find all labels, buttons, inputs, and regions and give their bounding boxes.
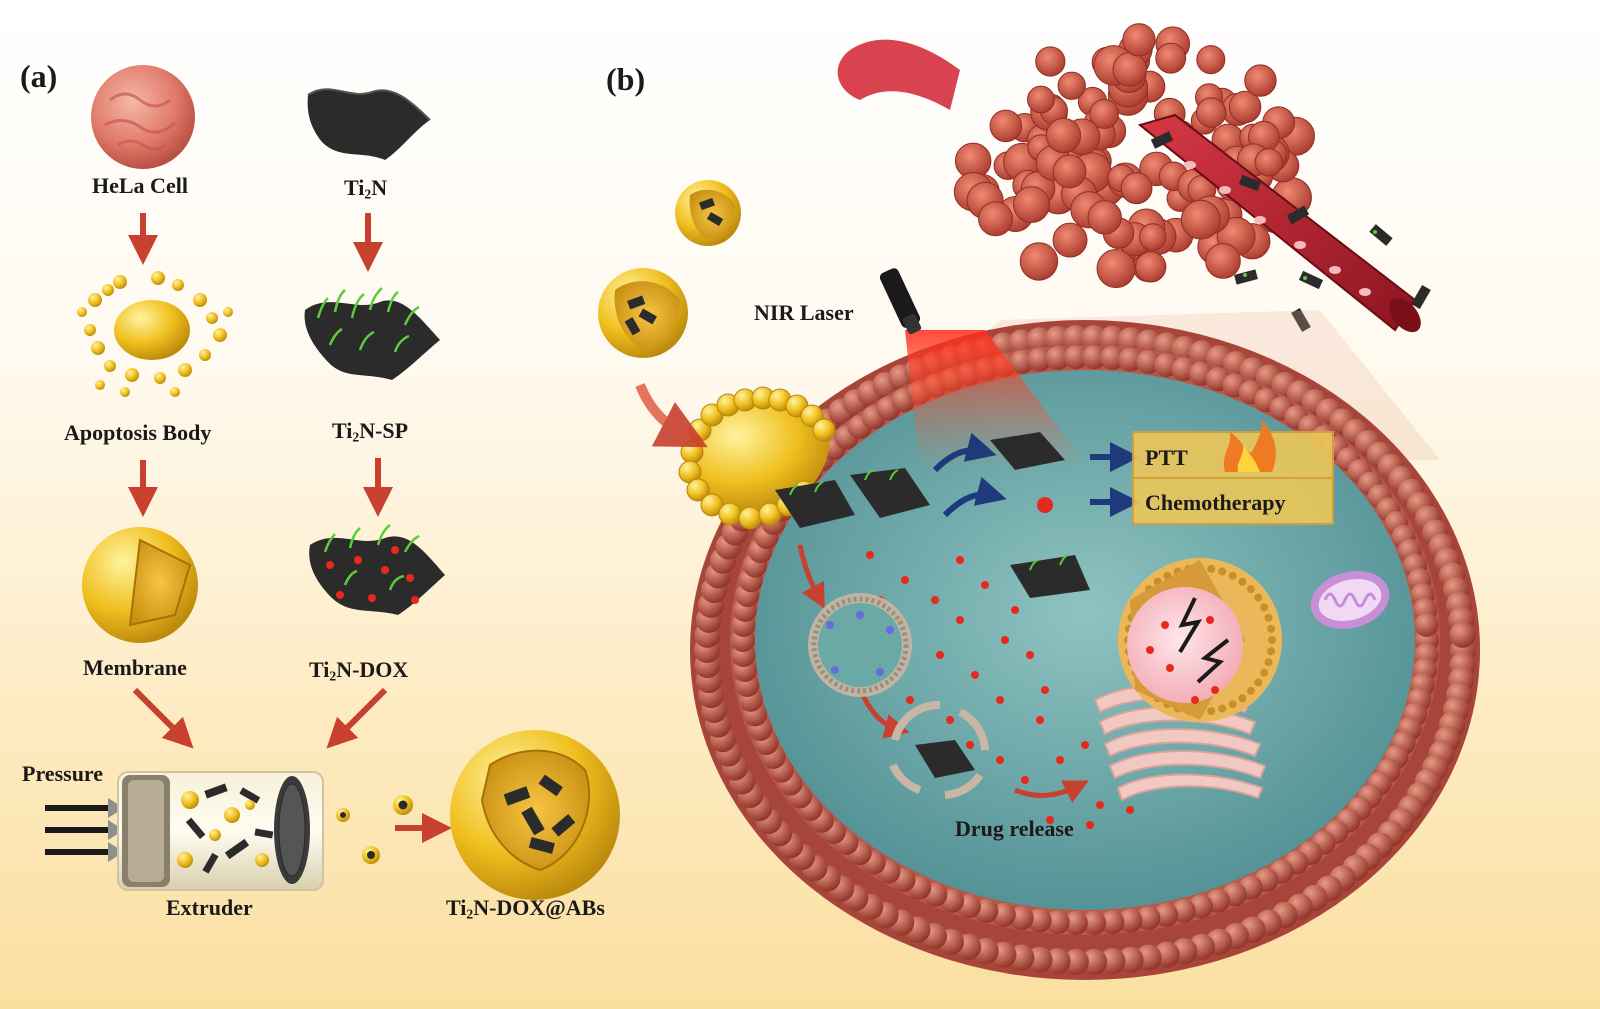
dox-molecules	[866, 551, 1134, 829]
floating-vesicle-large	[598, 268, 688, 358]
hela-cell-illustration	[91, 65, 195, 169]
ti2n-sp-illustration	[304, 287, 440, 380]
ti2n-sp-label: Ti2N-SP	[332, 418, 409, 445]
vessel-inlet	[837, 39, 960, 110]
drug-release-label: Drug release	[955, 816, 1074, 841]
ti2n-dox-abs-label: Ti2N-DOX@ABs	[446, 895, 605, 922]
dox-released-dot	[1037, 497, 1053, 513]
mitochondrion-illustration	[1310, 571, 1390, 629]
arrow-membrane-to-extruder	[132, 687, 194, 749]
apoptosis-body-illustration	[77, 271, 233, 397]
arrow-to-ptt-sheet	[932, 432, 997, 473]
arrow-dox-to-extruder	[326, 687, 388, 749]
flame-icon	[1223, 420, 1276, 472]
arrow-to-dox-release	[942, 476, 1007, 518]
membrane-vesicle-illustration	[82, 527, 198, 643]
hela-cell-label: HeLa Cell	[92, 173, 188, 198]
floating-vesicle-small	[675, 180, 741, 246]
pressure-arrows	[45, 798, 124, 862]
ti2n-dox-abs-vesicle-illustration	[450, 730, 620, 900]
apoptosis-body-label: Apoptosis Body	[64, 420, 212, 445]
nucleus-illustration	[1118, 558, 1282, 722]
arrow-vesicle-to-cell	[635, 383, 708, 448]
extruded-particles	[336, 795, 413, 864]
nir-laser-illustration	[879, 268, 1090, 470]
chemotherapy-label: Chemotherapy	[1145, 490, 1286, 515]
tumor-cluster-illustration	[953, 23, 1315, 289]
nir-laser-label: NIR Laser	[754, 300, 854, 325]
ti2n-sheet-illustration	[307, 88, 431, 160]
ptt-label: PTT	[1145, 445, 1188, 470]
extruder-illustration	[117, 771, 324, 891]
ti2n-label: Ti2N	[344, 175, 388, 202]
arrow-drug-release	[1014, 780, 1089, 803]
broken-endosome-illustration	[889, 700, 989, 799]
extruder-label: Extruder	[166, 895, 253, 920]
blood-vessel-illustration	[1137, 113, 1431, 333]
panel-label-a: (a)	[20, 58, 58, 94]
endosome-illustration	[808, 593, 912, 697]
ti2n-dox-illustration	[309, 524, 445, 615]
pressure-label: Pressure	[22, 761, 104, 786]
ti2n-dox-label: Ti2N-DOX	[309, 657, 409, 684]
arrow-endocytosis	[797, 544, 825, 609]
membrane-label: Membrane	[83, 655, 187, 680]
panel-label-b: (b)	[606, 61, 646, 97]
